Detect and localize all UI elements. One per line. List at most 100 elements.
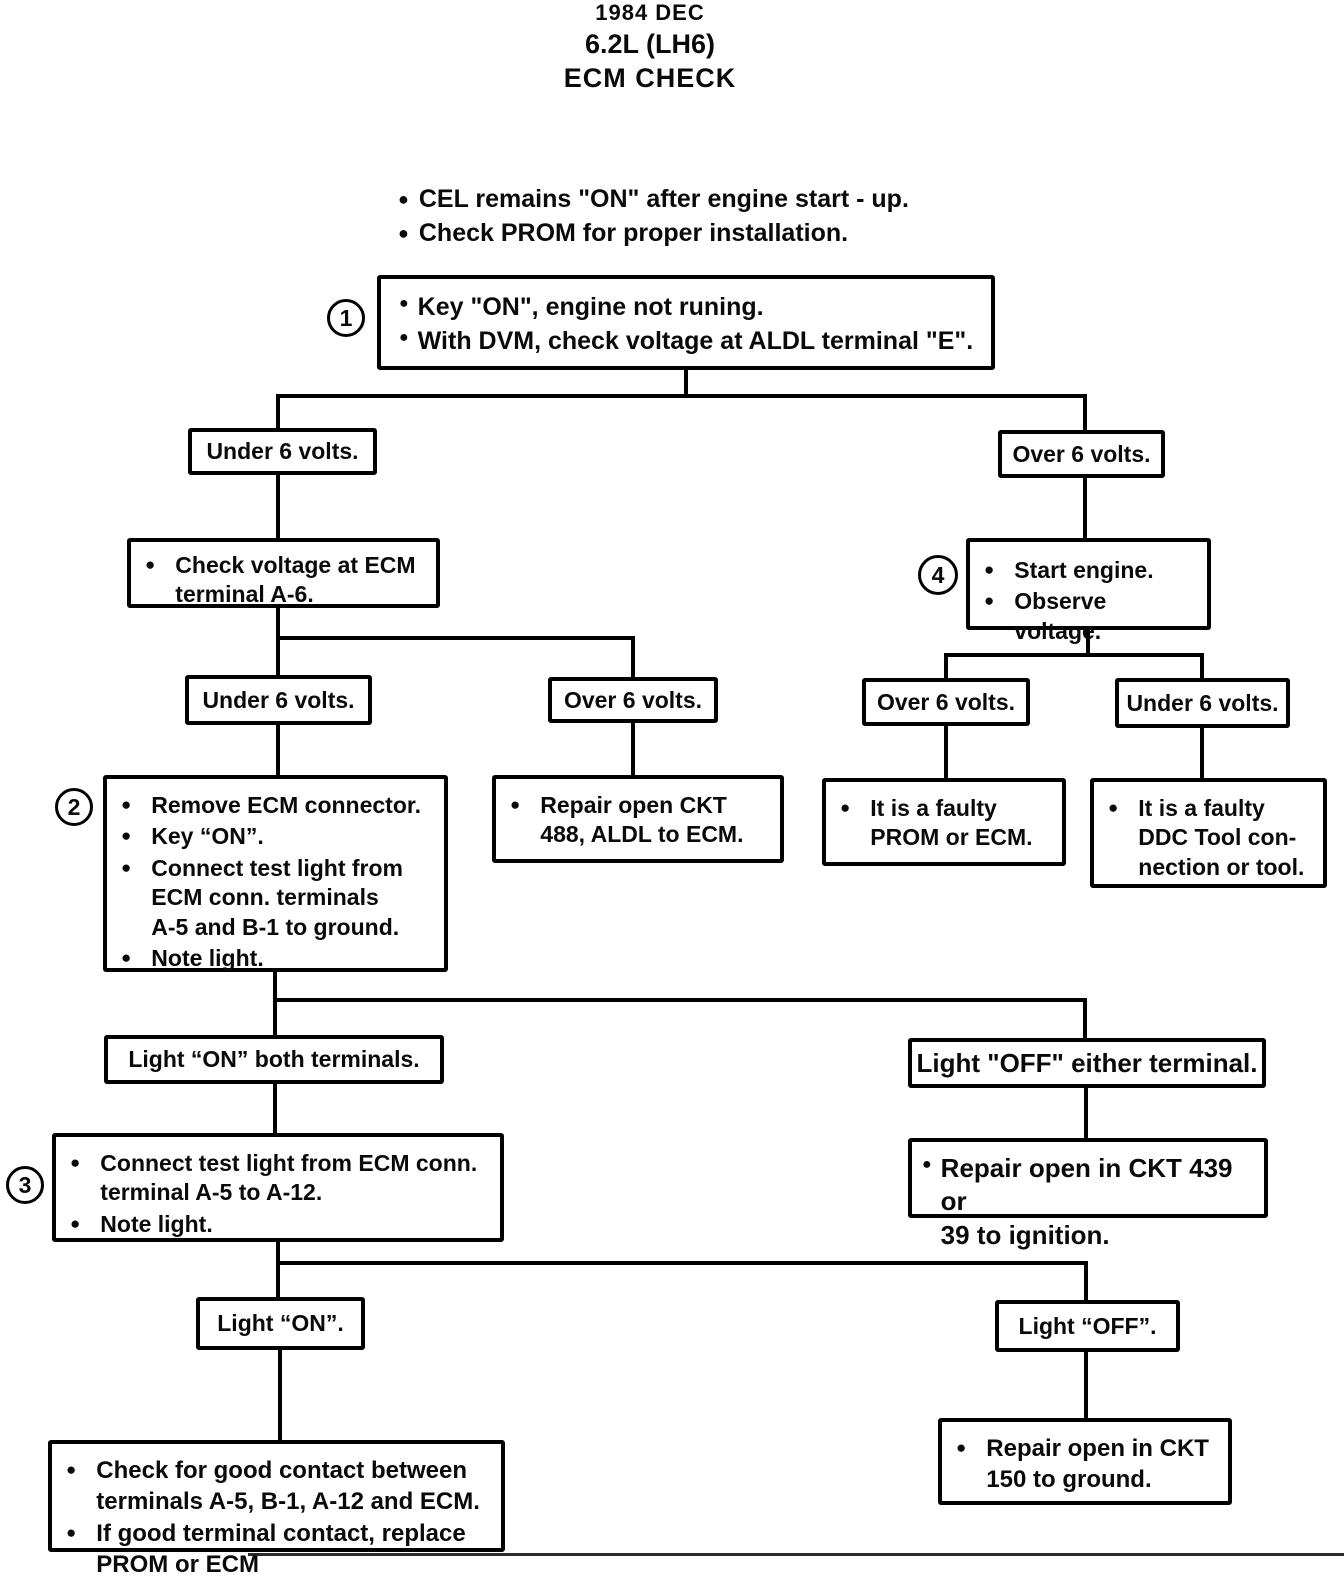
connector — [944, 653, 948, 680]
instruction-bullet: ● Repair open in CKT 150 to ground. — [956, 1434, 1220, 1495]
instruction-text: Check voltage at ECM terminal A-6. — [175, 552, 416, 608]
bullet-icon: ● — [984, 591, 995, 611]
instruction-text: Repair open CKT 488, ALDL to ECM. — [540, 792, 744, 848]
instruction-text: Note light. — [100, 1210, 213, 1237]
connector — [1084, 1086, 1088, 1140]
bullet-icon: ● — [145, 555, 156, 574]
connector — [1086, 628, 1090, 657]
bullet-icon: ● — [510, 795, 521, 814]
bullet-icon: ● — [66, 1460, 77, 1479]
node-connect-test-light-a5-a12: ● Connect test light from ECM conn. term… — [52, 1133, 504, 1242]
node-label: Under 6 volts. — [206, 438, 359, 464]
connector — [276, 1261, 1088, 1265]
bullet-icon: ● — [840, 798, 851, 817]
connector — [1083, 394, 1087, 432]
step-number-4: 4 — [918, 555, 958, 595]
bullet-icon: ● — [121, 795, 132, 814]
instruction-text: It is a faulty DDC Tool con- nection or … — [1138, 795, 1305, 880]
node-label: Under 6 volts. — [202, 686, 355, 713]
instruction-text: Connect test light from ECM conn. termin… — [151, 854, 404, 940]
node-repair-ckt-150: ● Repair open in CKT 150 to ground. — [938, 1418, 1232, 1505]
step-number-3: 3 — [6, 1166, 44, 1204]
node-under-6-volts-l2: Under 6 volts. — [185, 675, 372, 725]
node-under-6-volts-left: Under 6 volts. — [188, 428, 377, 475]
instruction-text: Start engine. — [1014, 557, 1154, 583]
connector — [1200, 653, 1204, 680]
step-number-label: 4 — [931, 561, 945, 588]
step-number-1: 1 — [327, 299, 365, 337]
title-date: 1984 DEC — [595, 0, 705, 25]
node-over-6-volts-right: Over 6 volts. — [998, 430, 1165, 478]
instruction-bullet: ● With DVM, check voltage at ALDL termin… — [399, 325, 983, 357]
node-remove-ecm-connector: ● Remove ECM connector. ● Key “ON”. ● Co… — [103, 775, 448, 972]
connector — [631, 721, 635, 777]
instruction-bullet: ● Connect test light from ECM conn. term… — [121, 854, 436, 942]
bullet-icon: ● — [398, 189, 409, 209]
node-light-on-both-terminals: Light “ON” both terminals. — [104, 1035, 444, 1084]
instruction-bullet: ● Start engine. — [984, 556, 1199, 585]
step-number-label: 1 — [339, 304, 353, 331]
connector — [944, 653, 1204, 657]
connector — [273, 1082, 277, 1135]
bullet-icon: ● — [70, 1213, 81, 1233]
connector — [276, 723, 280, 777]
node-light-off-either-terminal: Light "OFF" either terminal. — [908, 1038, 1266, 1088]
connector — [273, 970, 277, 1037]
step-number-2: 2 — [55, 788, 93, 826]
node-faulty-ddc-tool: ● It is a faulty DDC Tool con- nection o… — [1090, 778, 1327, 888]
instruction-bullet: ● If good terminal contact, replace PROM… — [66, 1519, 493, 1580]
node-label: Light “OFF”. — [1018, 1312, 1157, 1339]
connector — [1083, 476, 1087, 540]
page-edge-artifact — [248, 1553, 1344, 1556]
node-label: Light "OFF" either terminal. — [916, 1047, 1258, 1078]
connector — [631, 636, 635, 679]
connector — [278, 1348, 282, 1442]
instruction-bullet: ● Check voltage at ECM terminal A-6. — [145, 551, 428, 610]
instruction-text: With DVM, check voltage at ALDL terminal… — [417, 327, 974, 355]
title-procedure: ECM CHECK — [563, 63, 737, 94]
bullet-icon: ● — [121, 826, 132, 846]
connector — [276, 606, 280, 640]
node-under-6-volts-r2: Under 6 volts. — [1115, 678, 1290, 728]
connector — [273, 998, 1087, 1002]
connector — [276, 394, 1087, 398]
instruction-bullet: ● Note light. — [70, 1210, 492, 1239]
bullet-icon: ● — [398, 222, 409, 243]
instruction-text: Repair open in CKT 439 or 39 to ignition… — [940, 1153, 1233, 1250]
connector — [276, 394, 280, 430]
node-start-engine: ● Start engine. ● Observe voltage. — [966, 538, 1211, 644]
instruction-bullet: ● Repair open in CKT 439 or 39 to igniti… — [922, 1152, 1256, 1252]
intro-notes: ● CEL remains "ON" after engine start - … — [398, 184, 958, 251]
instruction-bullet: ● Remove ECM connector. — [121, 791, 436, 820]
node-label: Over 6 volts. — [1012, 440, 1151, 467]
connector — [1084, 1350, 1088, 1420]
bullet-icon: ● — [121, 948, 132, 968]
instruction-text: Repair open in CKT 150 to ground. — [986, 1435, 1209, 1493]
node-label: Over 6 volts. — [563, 686, 703, 713]
instruction-bullet: ● Key "ON", engine not runing. — [399, 291, 983, 323]
instruction-text: Remove ECM connector. — [151, 792, 421, 818]
instruction-bullet: ● It is a faulty PROM or ECM. — [840, 794, 1054, 853]
connector — [1084, 1261, 1088, 1302]
instruction-text: It is a faulty PROM or ECM. — [870, 795, 1033, 851]
step-number-label: 3 — [18, 1171, 32, 1198]
node-over-6-volts-r2: Over 6 volts. — [862, 678, 1030, 726]
instruction-text: If good terminal contact, replace PROM o… — [96, 1520, 466, 1579]
node-check-terminal-contact: ● Check for good contact between termina… — [48, 1440, 505, 1578]
intro-note-2: ● Check PROM for proper installation. — [398, 218, 958, 249]
node-label: Light “ON” both terminals. — [128, 1046, 420, 1072]
node-label: Over 6 volts. — [876, 688, 1016, 715]
bullet-icon: ● — [984, 560, 995, 579]
bullet-icon: ● — [956, 1438, 967, 1457]
node-repair-ckt-488: ● Repair open CKT 488, ALDL to ECM. — [492, 775, 784, 863]
connector — [684, 368, 688, 398]
instruction-bullet: ● Note light. — [121, 944, 436, 973]
instruction-text: Note light. — [151, 945, 264, 972]
node-check-voltage-a6: ● Check voltage at ECM terminal A-6. — [127, 538, 440, 608]
instruction-bullet: ● Connect test light from ECM conn. term… — [70, 1149, 492, 1208]
instruction-text: Check for good contact between terminals… — [96, 1457, 480, 1515]
bullet-icon: ● — [66, 1523, 77, 1543]
connector — [1200, 726, 1204, 780]
instruction-text: Connect test light from ECM conn. termin… — [100, 1150, 478, 1206]
